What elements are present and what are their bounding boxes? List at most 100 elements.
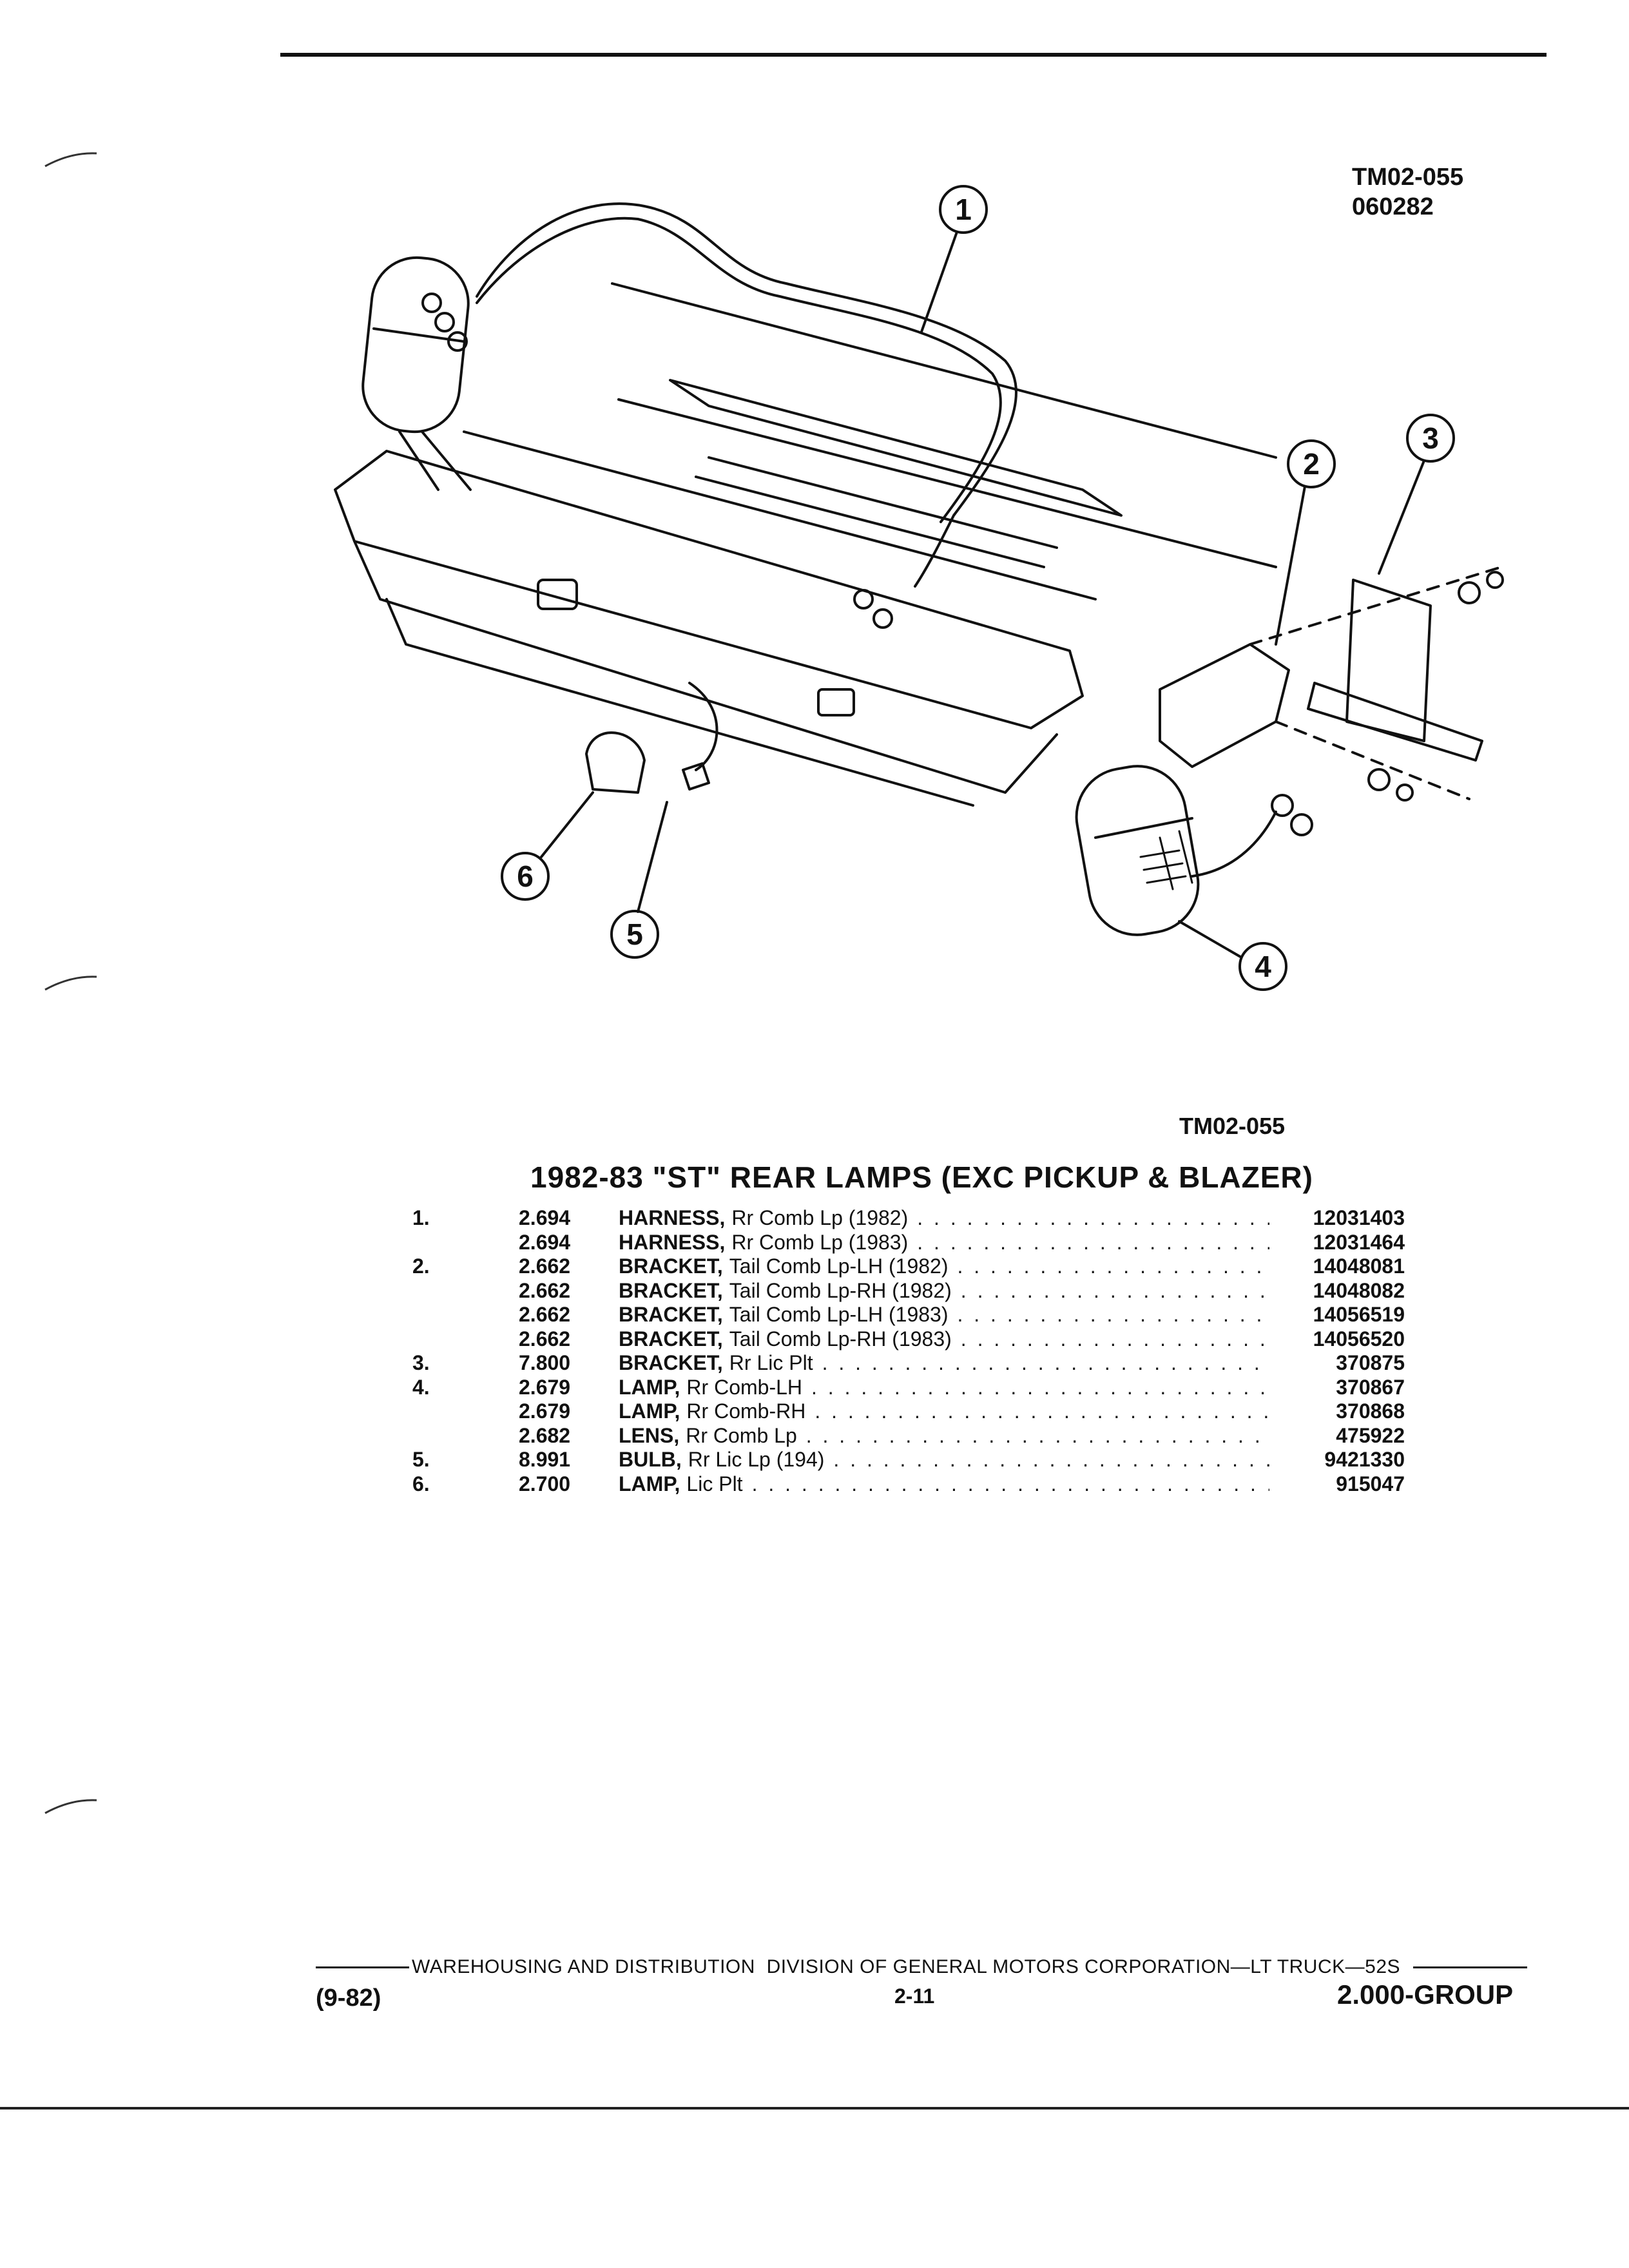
part-name: BRACKET, <box>619 1254 723 1278</box>
part-number: 9421330 <box>1324 1448 1405 1471</box>
group-number: 2.679 <box>519 1375 571 1399</box>
part-number: 370867 <box>1336 1375 1405 1399</box>
dot-leader <box>833 1448 1269 1472</box>
part-description: LENS,Rr Comb Lp <box>619 1424 1269 1448</box>
bumper-bolt <box>537 579 578 610</box>
item-ref: 1. <box>412 1206 430 1229</box>
part-number: 370875 <box>1336 1351 1405 1374</box>
part-detail: Rr Lic Lp (194) <box>688 1448 825 1471</box>
group-number: 2.662 <box>519 1254 571 1278</box>
footer-group: 2.000-GROUP <box>1337 1979 1514 2010</box>
part-description: LAMP,Rr Comb-LH <box>619 1376 1269 1400</box>
callout-1 <box>939 185 988 234</box>
part-number: 475922 <box>1336 1423 1405 1447</box>
part-detail: Rr Comb Lp <box>686 1423 797 1447</box>
group-number: 2.662 <box>519 1278 571 1302</box>
dot-leader <box>917 1231 1269 1255</box>
part-name: BULB, <box>619 1448 682 1471</box>
part-detail: Tail Comb Lp-RH (1982) <box>729 1278 952 1302</box>
page-number: 2-11 <box>894 1984 935 2008</box>
part-detail: Rr Comb-RH <box>686 1399 806 1423</box>
license-plate-bracket <box>1307 579 1483 762</box>
figure-reference: TM02-055 060282 <box>1352 162 1463 222</box>
part-number: 370868 <box>1336 1399 1405 1423</box>
callout-2 <box>1287 439 1336 488</box>
dot-leader <box>917 1206 1269 1231</box>
callout-label-1: 1 <box>955 193 972 226</box>
parts-row: 2.662 BRACKET,Tail Comb Lp-RH (1982) 14048… <box>412 1279 1405 1303</box>
dot-leader <box>752 1472 1269 1497</box>
callout-5 <box>610 910 659 959</box>
part-detail: Rr Lic Plt <box>729 1351 813 1374</box>
left-tail-lamp <box>361 256 470 434</box>
parts-row: 2.682 LENS,Rr Comb Lp 475922 <box>412 1424 1405 1448</box>
part-description: BRACKET, Rr Lic Plt <box>619 1351 1269 1376</box>
part-detail: Tail Comb Lp-LH (1983) <box>729 1303 949 1326</box>
dot-leader <box>811 1376 1269 1400</box>
part-detail: Tail Comb Lp-LH (1982) <box>729 1254 949 1278</box>
group-number: 2.694 <box>519 1206 571 1229</box>
part-name: LAMP, <box>619 1375 680 1399</box>
part-name: LAMP, <box>619 1399 680 1423</box>
item-ref: 4. <box>412 1375 430 1399</box>
part-description: BULB, Rr Lic Lp (194) <box>619 1448 1269 1472</box>
callout-label-4: 4 <box>1255 950 1271 983</box>
group-number: 2.662 <box>519 1303 571 1326</box>
group-number: 2.682 <box>519 1423 571 1447</box>
part-detail: Rr Comb Lp (1983) <box>731 1230 909 1254</box>
item-ref: 6. <box>412 1472 430 1495</box>
right-tail-lamp <box>1075 765 1200 936</box>
part-description: HARNESS,Rr Comb Lp (1982) <box>619 1206 1269 1231</box>
part-description: BRACKET,Tail Comb Lp-LH (1983) <box>619 1303 1269 1327</box>
frame-rail <box>463 282 1277 601</box>
part-name: HARNESS, <box>619 1206 726 1229</box>
part-detail: Tail Comb Lp-RH (1983) <box>729 1327 952 1350</box>
footer-date: (9-82) <box>316 1984 381 2012</box>
part-description: LAMP,Rr Comb-RH <box>619 1399 1269 1424</box>
footer-dash-right <box>1413 1966 1527 1968</box>
section-title: 1982-83 "ST" REAR LAMPS (EXC PICKUP & BL… <box>530 1160 1313 1194</box>
crossmember <box>669 379 1123 517</box>
item-ref: 2. <box>412 1254 430 1278</box>
part-description: BRACKET,Tail Comb Lp-RH (1982) <box>619 1279 1269 1303</box>
part-name: BRACKET, <box>619 1327 723 1350</box>
part-description: BRACKET, Tail Comb Lp-RH (1983) <box>619 1327 1269 1352</box>
part-name: HARNESS, <box>619 1230 726 1254</box>
tail-lamp-bracket <box>1159 643 1290 768</box>
item-ref: 5. <box>412 1448 430 1471</box>
part-number: 12031403 <box>1313 1206 1405 1229</box>
parts-row: 3. 7.800 BRACKET, Rr Lic Plt 370875 <box>412 1351 1405 1376</box>
exploded-view-diagram: 1 2 3 4 5 6 <box>334 185 1504 991</box>
part-name: BRACKET, <box>619 1351 723 1374</box>
callout-3 <box>1406 414 1455 463</box>
footer-publisher-line: WAREHOUSING AND DISTRIBUTION DIVISION OF… <box>316 1956 1527 1978</box>
figure-caption-code: TM02-055 <box>1179 1113 1286 1139</box>
part-number: 915047 <box>1336 1472 1405 1495</box>
dot-leader <box>822 1351 1269 1376</box>
part-name: BRACKET, <box>619 1278 723 1302</box>
group-number: 2.700 <box>519 1472 571 1495</box>
license-plate-lamp <box>585 731 646 794</box>
nut <box>1458 581 1481 604</box>
callout-label-3: 3 <box>1422 421 1439 455</box>
figure-ref-date: 060282 <box>1352 193 1434 220</box>
callout-label-6: 6 <box>517 860 534 893</box>
bottom-rule <box>0 2107 1629 2109</box>
dot-leader <box>957 1254 1269 1279</box>
part-detail: Rr Comb Lp (1982) <box>731 1206 909 1229</box>
group-number: 7.800 <box>519 1351 571 1374</box>
top-rule <box>280 53 1547 57</box>
item-ref: 3. <box>412 1351 430 1374</box>
part-number: 14056520 <box>1313 1327 1405 1350</box>
part-description: HARNESS,Rr Comb Lp (1983) <box>619 1231 1269 1255</box>
group-number: 8.991 <box>519 1448 571 1471</box>
wiring-harness <box>476 202 1017 588</box>
part-name: LAMP, <box>619 1472 680 1495</box>
part-number: 14048082 <box>1313 1278 1405 1302</box>
